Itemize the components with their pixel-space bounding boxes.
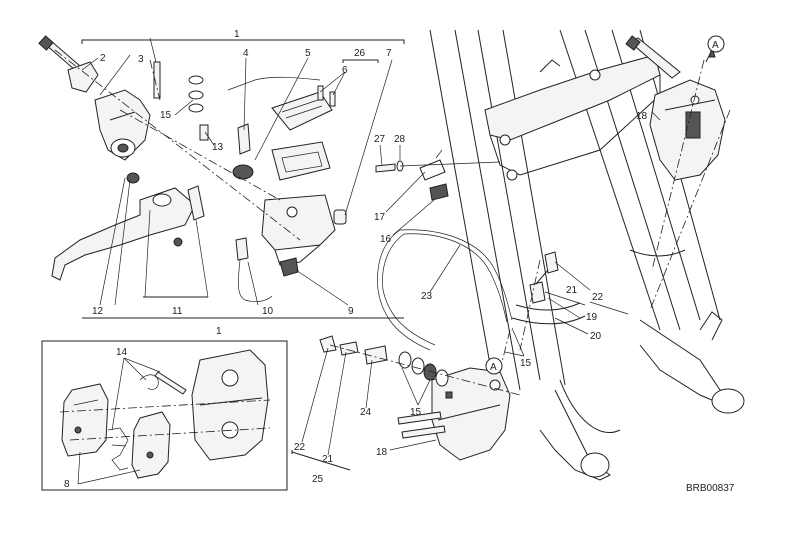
- callout-25: 25: [312, 474, 324, 485]
- callout-24: 24: [360, 407, 372, 418]
- group-bracket-top: [81, 39, 405, 44]
- callout-26: 26: [354, 48, 366, 59]
- callout-9: 9: [348, 306, 354, 317]
- callout-12: 12: [92, 306, 104, 317]
- brake-pads-inset: [41, 340, 288, 491]
- reference-a-circle-center: [485, 357, 503, 375]
- callout-2: 2: [100, 53, 106, 64]
- reference-a-top: A: [712, 40, 719, 51]
- callout-15-a: 15: [160, 110, 172, 121]
- callout-15-c: 15: [410, 407, 422, 418]
- reference-a-circle-top: [707, 35, 725, 53]
- callout-5: 5: [305, 48, 311, 59]
- reference-a-center: A: [490, 362, 497, 373]
- brake-fittings-right: [519, 251, 629, 351]
- callout-8: 8: [64, 479, 70, 490]
- callout-23: 23: [421, 291, 433, 302]
- callout-10: 10: [262, 306, 274, 317]
- callout-1-bottom: 1: [216, 326, 222, 337]
- callout-17: 17: [374, 212, 386, 223]
- callout-3: 3: [138, 54, 144, 65]
- callout-11: 11: [172, 306, 183, 317]
- callout-22-b: 22: [592, 292, 604, 303]
- callout-15-b: 15: [520, 358, 532, 369]
- group-bracket-26: [342, 59, 379, 63]
- callout-6: 6: [342, 65, 348, 76]
- callout-21-a: 21: [322, 454, 334, 465]
- callout-27: 27: [374, 134, 386, 145]
- caliper-brake-line: [319, 149, 521, 461]
- callout-20: 20: [590, 331, 602, 342]
- rear-caliper-right: [625, 35, 731, 311]
- diagram-code: BRB00837: [686, 483, 735, 494]
- master-cylinder-assembly: [38, 35, 347, 302]
- group-bracket-25: [291, 451, 351, 471]
- leader-lines-left: [81, 37, 393, 306]
- callout-14: 14: [116, 347, 128, 358]
- callout-18-b: 18: [636, 111, 648, 122]
- callout-4: 4: [243, 48, 249, 59]
- callout-19: 19: [586, 312, 598, 323]
- callout-7: 7: [386, 48, 392, 59]
- callout-22-a: 22: [294, 442, 306, 453]
- callout-18-a: 18: [376, 447, 388, 458]
- callout-21-b: 21: [566, 285, 578, 296]
- leader-lines-right: [301, 111, 661, 456]
- callout-16: 16: [380, 234, 392, 245]
- callout-1-top: 1: [234, 29, 240, 40]
- callout-13: 13: [212, 142, 224, 153]
- callout-28: 28: [394, 134, 406, 145]
